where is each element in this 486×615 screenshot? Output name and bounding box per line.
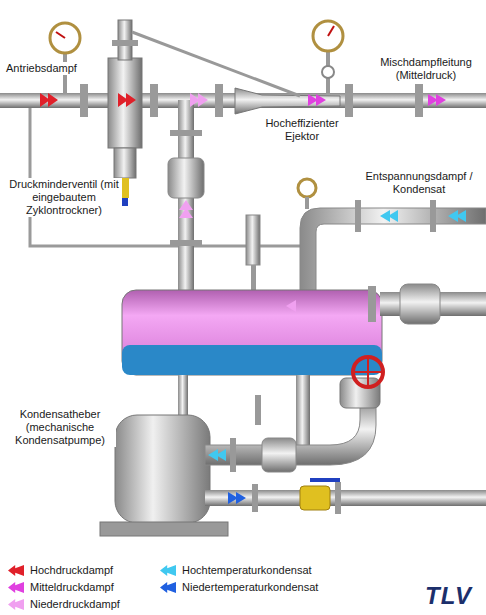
callout-label: Hocheffizienter Ejektor: [250, 117, 354, 143]
callout-label: Entspannungsdampf / Kondensat: [352, 170, 486, 196]
callout-label: Mischdampfleitung (Mitteldruck): [365, 56, 486, 82]
legend-text: Hochdruckdampf: [30, 564, 113, 577]
callout-label: Antriebsdampf: [4, 62, 98, 75]
legend-swatch: [8, 565, 24, 576]
legend-swatch: [8, 582, 24, 593]
legend-swatch: [160, 565, 176, 576]
legend-text: Mitteldruckdampf: [30, 581, 114, 594]
legend-text: Niederdruckdampf: [30, 598, 120, 611]
legend-swatch: [8, 599, 24, 610]
legend-text: Niedertemperaturkondensat: [182, 581, 318, 594]
legend-text: Hochtemperaturkondensat: [182, 564, 312, 577]
brand-logo: TLV: [425, 582, 483, 610]
legend-swatch: [160, 582, 176, 593]
callout-label: Druckminderventil (mit eingebautem Zyklo…: [6, 178, 122, 217]
callout-label: Kondensatheber (mechanische Kondensatpum…: [4, 408, 116, 447]
